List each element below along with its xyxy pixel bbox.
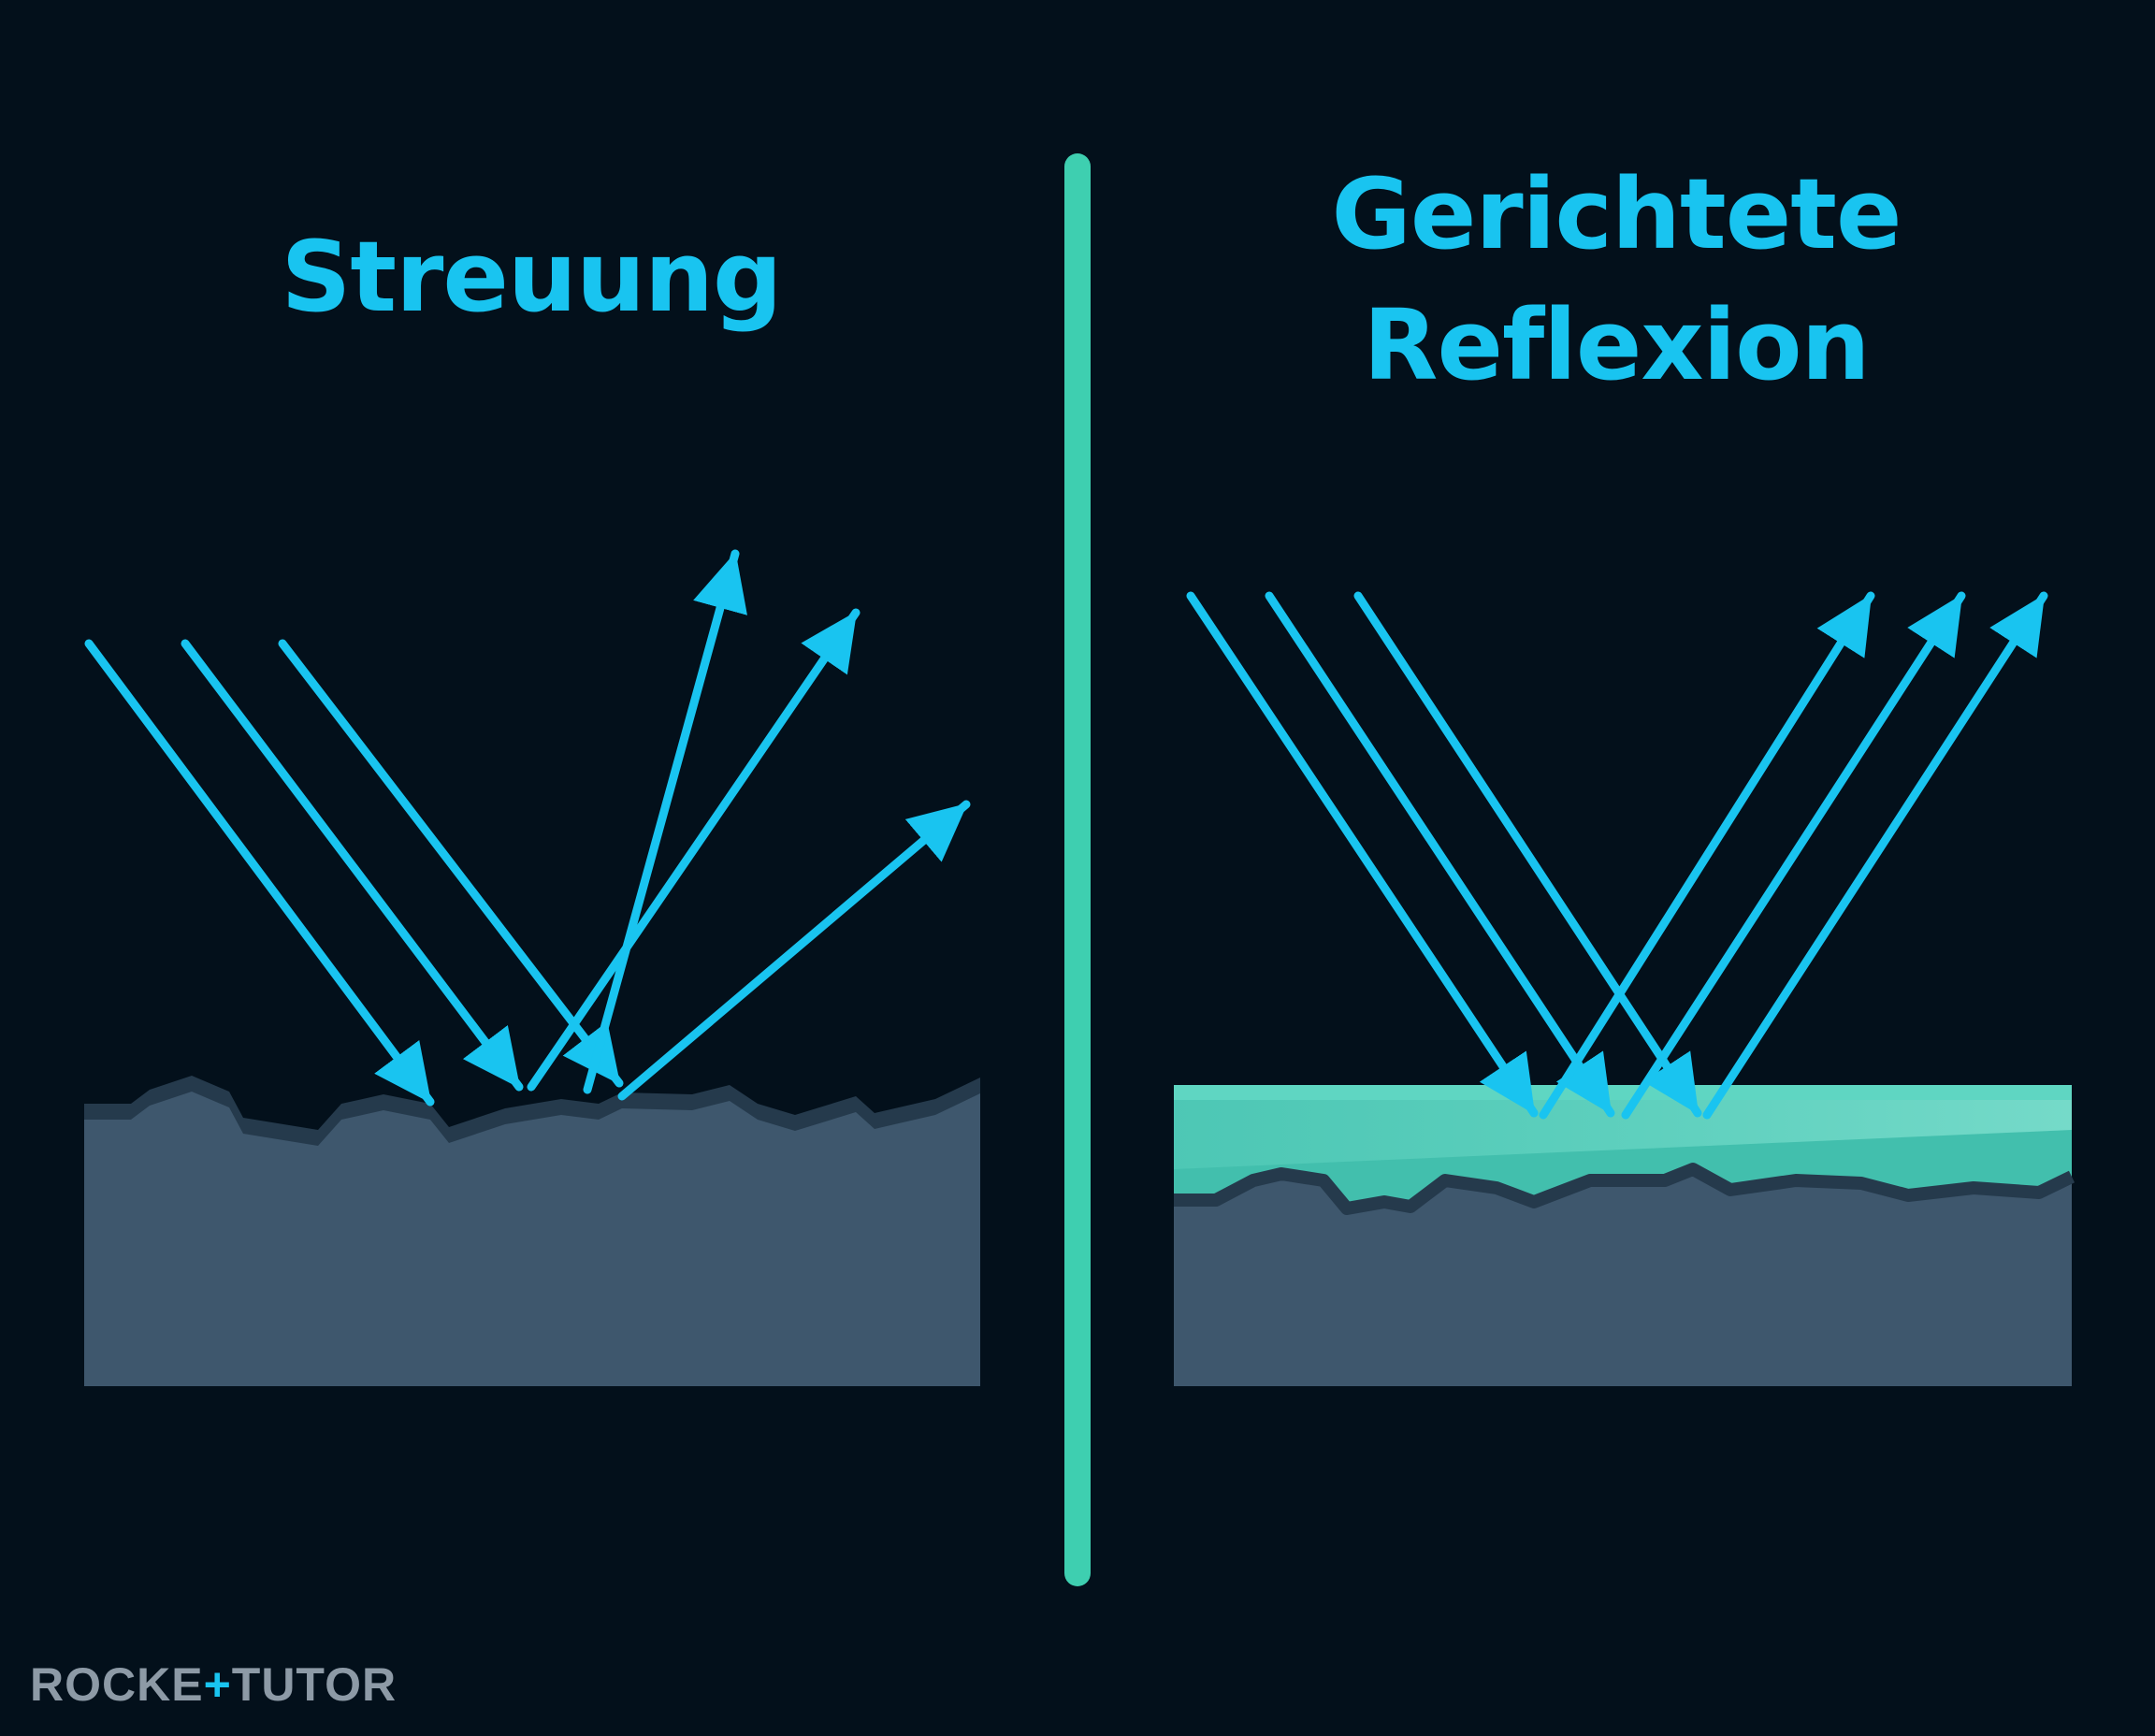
reflected-arrow: [1702, 591, 2048, 1120]
right-panel-title-line1: Gerichtete: [1331, 157, 1901, 271]
logo-text-part3: R: [362, 1658, 397, 1711]
scattered-arrow: [583, 549, 747, 1094]
incident-arrow: [1265, 591, 1615, 1118]
incident-arrow: [181, 639, 524, 1092]
rough-surface-block: [84, 1076, 980, 1386]
incident-rays-right: [1186, 591, 1702, 1118]
coating-top-highlight: [1174, 1085, 2072, 1100]
right-panel-title-line2: Reflexion: [1363, 288, 1869, 402]
logo-text-part1: ROCKE: [30, 1658, 204, 1711]
right-panel: Gerichtete Reflexion: [1174, 157, 2075, 1386]
reflected-arrow: [1621, 591, 1966, 1120]
coating-shine: [1174, 1100, 2072, 1169]
incident-arrow: [278, 639, 624, 1088]
incident-arrow: [84, 639, 435, 1107]
logo-plus-icon: +: [204, 1658, 232, 1711]
rocketutor-logo: ROCKE+TUTOR: [30, 1658, 397, 1711]
coating-underside-shadow: [1174, 1163, 2075, 1215]
incident-arrow: [1186, 591, 1539, 1118]
reflected-arrow: [1539, 591, 1875, 1120]
incident-rays-left: [84, 639, 624, 1107]
rough-surface-material: [84, 1092, 980, 1386]
reflected-rays: [1539, 591, 2048, 1120]
scattered-arrow: [617, 800, 971, 1101]
scattered-rays: [527, 549, 971, 1101]
incident-arrow: [1353, 591, 1702, 1118]
left-panel-title: Streuung: [281, 220, 781, 334]
logo-text-part2: TUTO: [232, 1658, 362, 1711]
left-panel: Streuung: [84, 220, 980, 1386]
coated-surface-block: [1174, 1085, 2075, 1386]
scattered-arrow: [527, 608, 861, 1092]
